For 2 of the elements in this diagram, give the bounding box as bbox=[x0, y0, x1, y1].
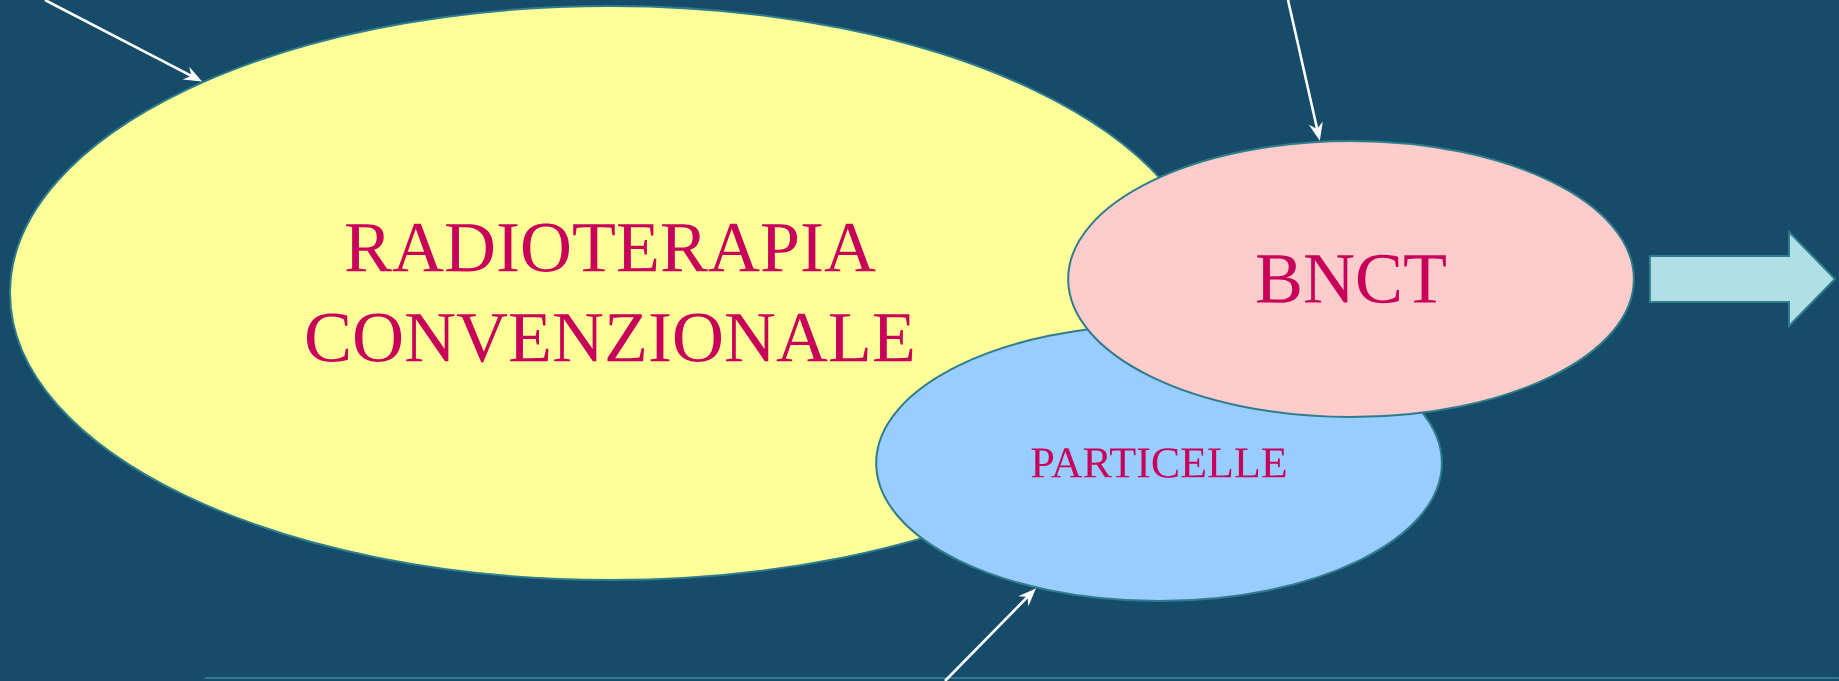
block-arrow bbox=[1648, 229, 1837, 329]
ellipse-node: BNCT bbox=[1067, 140, 1635, 418]
